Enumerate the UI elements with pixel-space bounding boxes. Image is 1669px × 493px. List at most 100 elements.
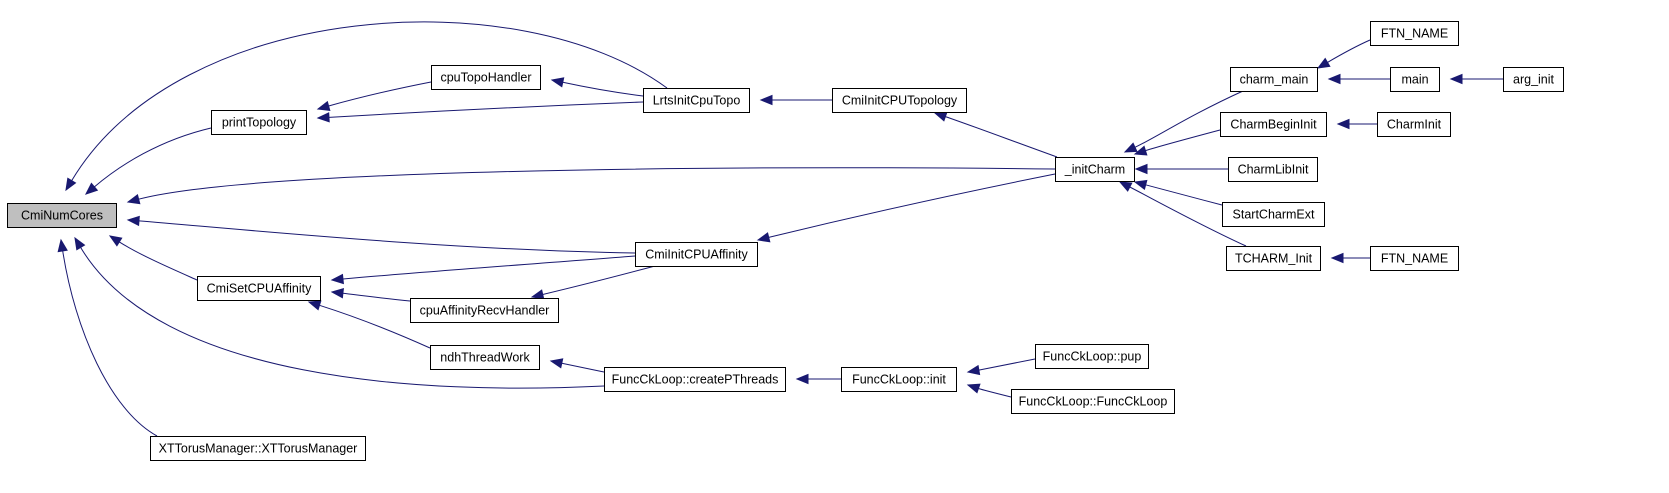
node-box[interactable] [1377,112,1451,137]
arrowhead-argInit-to-main [1449,73,1463,85]
node-cpuAffinityRecvHandler[interactable]: cpuAffinityRecvHandler [410,298,559,323]
node-box[interactable] [604,367,786,392]
node-createPThreads[interactable]: FuncCkLoop::createPThreads [604,367,786,392]
node-label: FTN_NAME [1381,26,1448,40]
arrowhead-xtTorus-to-cmiNumCores [57,238,68,253]
node-label: CmiNumCores [21,208,103,222]
edge-ndhThreadWork-to-cmiSetCPUAffinity [319,304,431,349]
node-ftnName2[interactable]: FTN_NAME [1370,246,1459,271]
node-box[interactable] [410,298,559,323]
node-label: FuncCkLoop::pup [1043,349,1142,363]
node-box[interactable] [1230,67,1318,92]
arrowhead-ftnName1-to-charmMain [1316,57,1331,69]
node-charmInit[interactable]: CharmInit [1377,112,1451,137]
node-cmiInitCPUAffinity[interactable]: CmiInitCPUAffinity [635,242,758,267]
node-label: FTN_NAME [1381,251,1448,265]
node-lrtsInitCpuTopo[interactable]: LrtsInitCpuTopo [643,88,750,113]
node-box[interactable] [832,88,967,113]
node-cpuTopoHandler[interactable]: cpuTopoHandler [431,65,541,90]
node-box[interactable] [7,203,117,228]
node-box[interactable] [1503,67,1564,92]
node-label: cpuTopoHandler [440,70,531,84]
node-box[interactable] [1228,157,1318,182]
arrowhead-ftnName2-to-tcharmInit [1330,252,1344,264]
node-label: TCHARM_Init [1235,251,1313,265]
node-funcCtor[interactable]: FuncCkLoop::FuncCkLoop [1011,389,1175,414]
node-box[interactable] [1370,246,1459,271]
node-label: CharmBeginInit [1230,117,1317,131]
arrowhead-createPThreads-to-cmiNumCores [74,236,86,251]
node-charmMain[interactable]: charm_main [1230,67,1318,92]
arrowhead-cmiInitCPUAffinity-to-cmiNumCores [126,215,140,227]
node-charmLibInit[interactable]: CharmLibInit [1228,157,1318,182]
node-box[interactable] [1226,246,1321,271]
node-charmBeginInit[interactable]: CharmBeginInit [1220,112,1327,137]
arrowhead-cmiInitCPUTopology-to-lrtsInitCpuTopo [759,94,773,106]
node-funcPup[interactable]: FuncCkLoop::pup [1035,344,1149,369]
node-label: cpuAffinityRecvHandler [420,303,550,317]
node-box[interactable] [643,88,750,113]
edge-lrtsInitCpuTopo-to-cpuTopoHandler [562,81,644,97]
edge-charmBeginInit-to-initCharm [1145,129,1221,152]
node-box[interactable] [841,367,957,392]
node-cmiSetCPUAffinity[interactable]: CmiSetCPUAffinity [197,276,321,301]
node-argInit[interactable]: arg_init [1503,67,1564,92]
edge-lrtsInitCpuTopo-to-printTopology [328,101,644,118]
edge-initCharm-to-cmiInitCPUTopology [945,116,1058,158]
node-box[interactable] [1035,344,1149,369]
node-printTopology[interactable]: printTopology [211,110,307,135]
edge-ftnName1-to-charmMain [1327,39,1371,63]
edge-printTopology-to-cmiNumCores [94,127,212,188]
arrowhead-cmiInitCPUAffinity-to-cmiSetCPUAffinity [330,273,344,285]
node-box[interactable] [1390,67,1440,92]
node-box[interactable] [635,242,758,267]
arrowhead-funcInit-to-createPThreads [795,373,809,385]
arrowhead-initCharm-to-cmiInitCPUAffinity [756,232,771,243]
node-main[interactable]: main [1390,67,1440,92]
node-tcharmInit[interactable]: TCHARM_Init [1226,246,1321,271]
node-label: arg_init [1513,72,1555,86]
node-label: CmiInitCPUTopology [842,93,958,107]
node-label: CmiInitCPUAffinity [645,247,748,261]
node-label: StartCharmExt [1233,207,1315,221]
edge-xtTorus-to-cmiNumCores [62,250,158,437]
graph-edges [57,21,1503,437]
node-box[interactable] [1222,202,1325,227]
node-box[interactable] [1055,157,1135,182]
node-box[interactable] [1220,112,1327,137]
arrowhead-funcPup-to-funcInit [966,364,981,376]
arrowhead-initCharm-to-cmiNumCores [126,194,141,205]
node-cmiNumCores[interactable]: CmiNumCores [7,203,117,228]
node-box[interactable] [1370,21,1459,46]
node-label: CharmLibInit [1238,162,1309,176]
node-initCharm[interactable]: _initCharm [1055,157,1135,182]
edge-funcPup-to-funcInit [978,358,1036,371]
edge-createPThreads-to-cmiNumCores [80,247,605,389]
node-label: printTopology [222,115,297,129]
edge-charmMain-to-initCharm [1134,90,1244,148]
node-box[interactable] [430,345,540,370]
node-label: CharmInit [1387,117,1442,131]
node-box[interactable] [150,436,366,461]
arrowhead-initCharm-to-cmiInitCPUTopology [933,111,948,122]
node-funcInit[interactable]: FuncCkLoop::init [841,367,957,392]
node-box[interactable] [197,276,321,301]
arrowhead-charmBeginInit-to-initCharm [1133,145,1148,156]
node-ndhThreadWork[interactable]: ndhThreadWork [430,345,540,370]
node-label: FuncCkLoop::init [852,372,946,386]
node-label: FuncCkLoop::createPThreads [612,372,779,386]
node-box[interactable] [211,110,307,135]
node-cmiInitCPUTopology[interactable]: CmiInitCPUTopology [832,88,967,113]
node-label: LrtsInitCpuTopo [653,93,741,107]
arrowhead-lrtsInitCpuTopo-to-cpuTopoHandler [550,77,565,88]
arrowhead-main-to-charmMain [1327,73,1341,85]
node-xtTorus[interactable]: XTTorusManager::XTTorusManager [150,436,366,461]
edge-initCharm-to-cmiNumCores [138,167,1056,200]
node-box[interactable] [1011,389,1175,414]
edge-cpuTopoHandler-to-printTopology [328,81,432,107]
arrowhead-createPThreads-to-ndhThreadWork [549,358,564,369]
node-ftnName1[interactable]: FTN_NAME [1370,21,1459,46]
node-box[interactable] [431,65,541,90]
node-startCharmExt[interactable]: StartCharmExt [1222,202,1325,227]
